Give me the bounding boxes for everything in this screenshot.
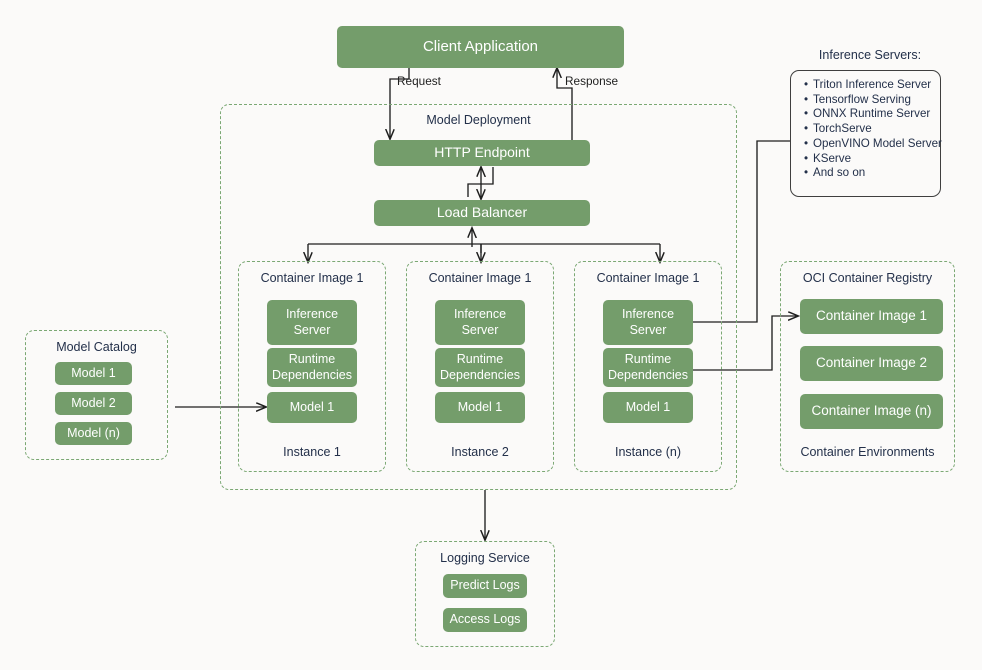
model-catalog-model-n-label: Model (n) xyxy=(67,425,120,440)
oci-registry-footer: Container Environments xyxy=(800,445,935,459)
instance-2-inference-server[interactable]: Inference Server xyxy=(435,300,525,345)
instance-2-runtime-deps[interactable]: Runtime Dependencies xyxy=(435,348,525,387)
oci-registry-title: OCI Container Registry xyxy=(802,271,933,285)
predict-logs-box[interactable]: Predict Logs xyxy=(443,574,527,598)
client-application-label: Client Application xyxy=(422,37,539,55)
instance-1-inference-server-label: Inference Server xyxy=(285,307,339,337)
load-balancer-label: Load Balancer xyxy=(436,204,528,221)
inference-server-item: Tensorflow Serving xyxy=(804,93,940,108)
inference-servers-callout: Triton Inference Server Tensorflow Servi… xyxy=(790,70,942,197)
model-catalog-model-2[interactable]: Model 2 xyxy=(55,392,132,415)
access-logs-label: Access Logs xyxy=(449,612,521,627)
load-balancer-box[interactable]: Load Balancer xyxy=(374,200,590,226)
instance-1-model-label: Model 1 xyxy=(289,399,335,414)
registry-container-image-n-label: Container Image (n) xyxy=(811,403,932,419)
model-catalog-model-1[interactable]: Model 1 xyxy=(55,362,132,385)
registry-container-image-n[interactable]: Container Image (n) xyxy=(800,394,943,429)
response-label: Response xyxy=(565,74,619,88)
instance-2-group xyxy=(406,261,554,472)
model-deployment-group xyxy=(220,104,737,490)
instance-n-header: Container Image 1 xyxy=(596,271,700,285)
model-catalog-title: Model Catalog xyxy=(56,340,137,354)
instance-2-model-label: Model 1 xyxy=(457,399,503,414)
predict-logs-label: Predict Logs xyxy=(450,578,520,593)
inference-server-item: TorchServe xyxy=(804,122,940,137)
instance-n-runtime-deps[interactable]: Runtime Dependencies xyxy=(603,348,693,387)
instance-2-model[interactable]: Model 1 xyxy=(435,392,525,423)
instance-1-footer: Instance 1 xyxy=(283,445,341,459)
instance-1-header: Container Image 1 xyxy=(260,271,364,285)
access-logs-box[interactable]: Access Logs xyxy=(443,608,527,632)
inference-servers-list: Triton Inference Server Tensorflow Servi… xyxy=(791,71,942,181)
inference-servers-title: Inference Servers: xyxy=(818,48,922,62)
inference-server-item: OpenVINO Model Server xyxy=(804,137,942,152)
model-deployment-title: Model Deployment xyxy=(426,113,531,127)
inference-server-item: And so on xyxy=(804,166,940,181)
http-endpoint-box[interactable]: HTTP Endpoint xyxy=(374,140,590,166)
instance-1-runtime-deps[interactable]: Runtime Dependencies xyxy=(267,348,357,387)
instance-n-runtime-deps-label: Runtime Dependencies xyxy=(608,352,688,382)
http-endpoint-label: HTTP Endpoint xyxy=(434,144,530,161)
instance-n-group xyxy=(574,261,722,472)
logging-service-group xyxy=(415,541,555,647)
instance-2-footer: Instance 2 xyxy=(451,445,509,459)
client-application-box[interactable]: Client Application xyxy=(337,26,624,68)
instance-n-inference-server[interactable]: Inference Server xyxy=(603,300,693,345)
logging-service-title: Logging Service xyxy=(440,551,530,565)
instance-1-group xyxy=(238,261,386,472)
inference-server-item: Triton Inference Server xyxy=(804,78,940,93)
instance-2-inference-server-label: Inference Server xyxy=(453,307,507,337)
registry-container-image-1[interactable]: Container Image 1 xyxy=(800,299,943,334)
oci-registry-group xyxy=(780,261,955,472)
instance-1-model[interactable]: Model 1 xyxy=(267,392,357,423)
inference-server-item: KServe xyxy=(804,152,940,167)
registry-container-image-2-label: Container Image 2 xyxy=(815,355,928,371)
instance-1-inference-server[interactable]: Inference Server xyxy=(267,300,357,345)
request-label: Request xyxy=(397,74,441,88)
instance-n-footer: Instance (n) xyxy=(614,445,681,459)
inference-server-item: ONNX Runtime Server xyxy=(804,107,940,122)
registry-container-image-2[interactable]: Container Image 2 xyxy=(800,346,943,381)
model-catalog-model-2-label: Model 2 xyxy=(71,395,116,410)
instance-n-model-label: Model 1 xyxy=(625,399,671,414)
instance-1-runtime-deps-label: Runtime Dependencies xyxy=(272,352,352,382)
instance-2-runtime-deps-label: Runtime Dependencies xyxy=(440,352,520,382)
model-catalog-model-n[interactable]: Model (n) xyxy=(55,422,132,445)
registry-container-image-1-label: Container Image 1 xyxy=(815,308,928,324)
instance-n-model[interactable]: Model 1 xyxy=(603,392,693,423)
model-catalog-group xyxy=(25,330,168,460)
instance-n-inference-server-label: Inference Server xyxy=(621,307,675,337)
instance-2-header: Container Image 1 xyxy=(428,271,532,285)
model-catalog-model-1-label: Model 1 xyxy=(71,365,116,380)
